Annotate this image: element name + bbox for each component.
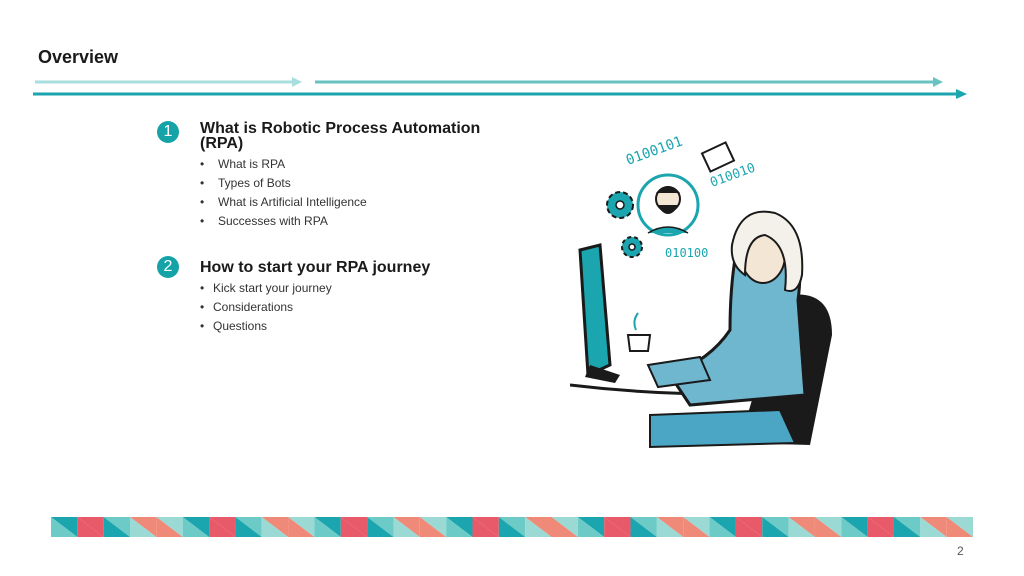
band-triangle [130,517,157,537]
bullet-list: •What is RPA •Types of Bots •What is Art… [200,155,367,231]
band-triangle [577,517,605,537]
list-item: •Questions [200,319,268,333]
band-triangle [893,517,921,537]
decorative-band [51,517,973,537]
band-triangle [683,517,710,537]
band-triangle [340,517,368,537]
document-icon [700,141,736,173]
band-triangle [814,517,842,537]
section-number-badge: 2 [157,256,179,278]
band-triangle [656,517,684,537]
band-triangle [551,517,578,537]
band-triangle [446,517,473,537]
section-1: 1 What is Robotic Process Automation (RP… [157,121,537,241]
person-at-computer-with-bot-illustration: 0100101 010010 010100 [570,134,832,449]
page-number: 2 [957,544,964,558]
band-triangle [288,517,315,537]
band-triangle [393,517,420,537]
list-item: •What is RPA [200,157,286,171]
section-title: What is Robotic Process Automation (RPA) [200,120,481,152]
band-triangle [156,517,183,537]
band-triangle [314,517,341,537]
band-triangle [735,517,763,537]
band-triangle [762,517,789,537]
band-triangle [419,517,447,537]
band-triangle [946,517,973,537]
band-triangle [419,517,447,537]
band-triangle [103,517,131,537]
list-item: •Kick start your journey [200,281,332,295]
band-triangle [841,517,868,537]
band-triangle [867,517,894,537]
band-triangle [498,517,526,537]
gear-icon [606,191,634,219]
band-triangle [77,517,104,537]
list-item: •Types of Bots [200,176,291,190]
band-triangle [209,517,236,537]
band-triangle [472,517,499,537]
band-triangle [867,517,894,537]
progress-arrows [33,77,967,99]
monitor-icon [578,243,612,378]
band-triangle [314,517,341,537]
band-triangle [604,517,631,537]
page-title: Overview [38,47,119,67]
list-item: •Considerations [200,300,294,314]
band-triangle [630,517,657,537]
band-triangle [525,517,552,537]
band-triangle [209,517,236,537]
gear-icon [621,236,643,258]
band-triangle [735,517,763,537]
band-triangle [446,517,473,537]
band-triangle [261,517,289,537]
band-triangle [683,517,710,537]
band-triangle [235,517,262,537]
band-triangle [709,517,736,537]
binary-text: 0100101 [624,134,685,169]
band-triangle [367,517,394,537]
list-item: •Successes with RPA [200,214,328,228]
band-triangle [472,517,499,537]
section-number-badge: 1 [157,121,179,143]
band-triangle [788,517,815,537]
bullet-list: •Kick start your journey •Considerations… [200,279,332,336]
band-triangle [814,517,842,537]
band-triangle [946,517,973,537]
band-triangle [367,517,394,537]
band-triangle [893,517,921,537]
keyboard-icon [646,355,712,389]
band-triangle [920,517,947,537]
band-triangle [103,517,131,537]
coffee-cup-icon [626,334,652,352]
section-2: 2 How to start your RPA journey •Kick st… [157,256,537,346]
band-triangle [762,517,789,537]
binary-text: 010100 [665,246,708,260]
list-item: •What is Artificial Intelligence [200,195,367,209]
section-title: How to start your RPA journey [200,259,431,276]
band-triangle [340,517,368,537]
band-triangle [604,517,631,537]
band-triangle [551,517,578,537]
band-triangle [656,517,684,537]
band-triangle [182,517,210,537]
